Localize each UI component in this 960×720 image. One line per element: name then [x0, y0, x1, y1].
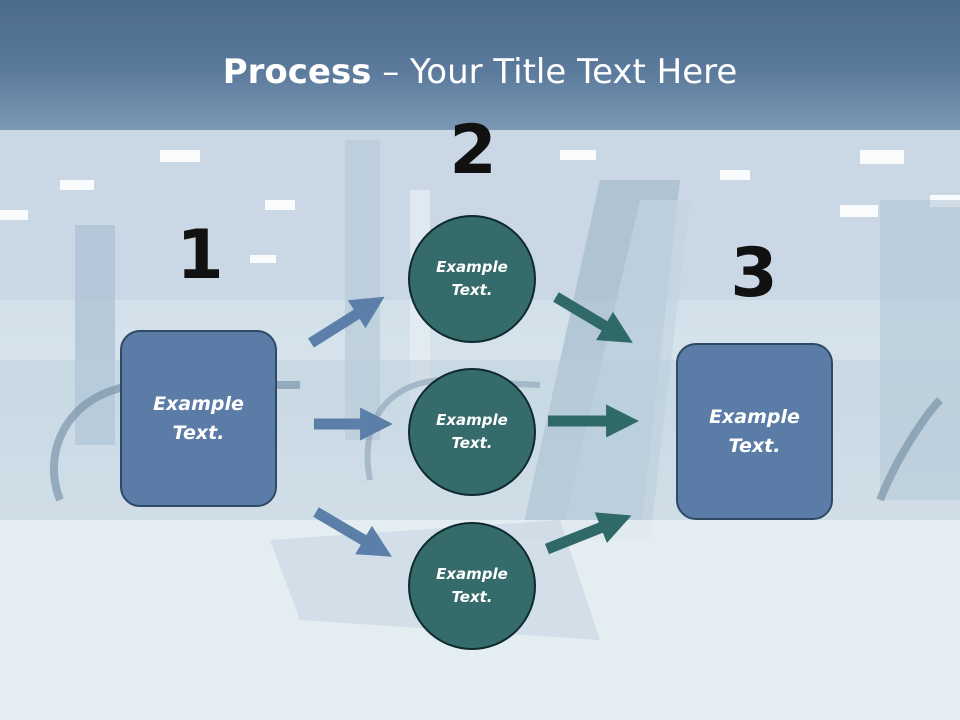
left-box: Example Text. — [120, 330, 277, 507]
step-number-1: 1 — [176, 216, 224, 295]
left-box-label: Example Text. — [153, 392, 244, 444]
circle-top: Example Text. — [408, 215, 536, 343]
right-box-label: Example Text. — [709, 405, 800, 457]
circle-bottom: Example Text. — [408, 522, 536, 650]
circle-top-label: Example Text. — [436, 258, 508, 299]
circle-bottom-label: Example Text. — [436, 565, 508, 606]
slide-title: Process – Your Title Text Here — [0, 52, 960, 92]
title-band — [0, 0, 960, 130]
arrow-box-to-circle-bottom — [313, 507, 392, 557]
circle-middle-label: Example Text. — [436, 411, 508, 452]
step-number-3: 3 — [730, 234, 778, 313]
arrow-circle-bottom-to-box — [544, 512, 632, 555]
step-number-2: 2 — [449, 111, 497, 190]
circle-middle: Example Text. — [408, 368, 536, 496]
title-rest: – Your Title Text Here — [371, 52, 738, 92]
arrow-circle-top-to-box — [553, 292, 633, 343]
arrow-box-to-circle-top — [308, 296, 385, 348]
right-box: Example Text. — [676, 343, 833, 520]
title-bold: Process — [222, 52, 372, 92]
